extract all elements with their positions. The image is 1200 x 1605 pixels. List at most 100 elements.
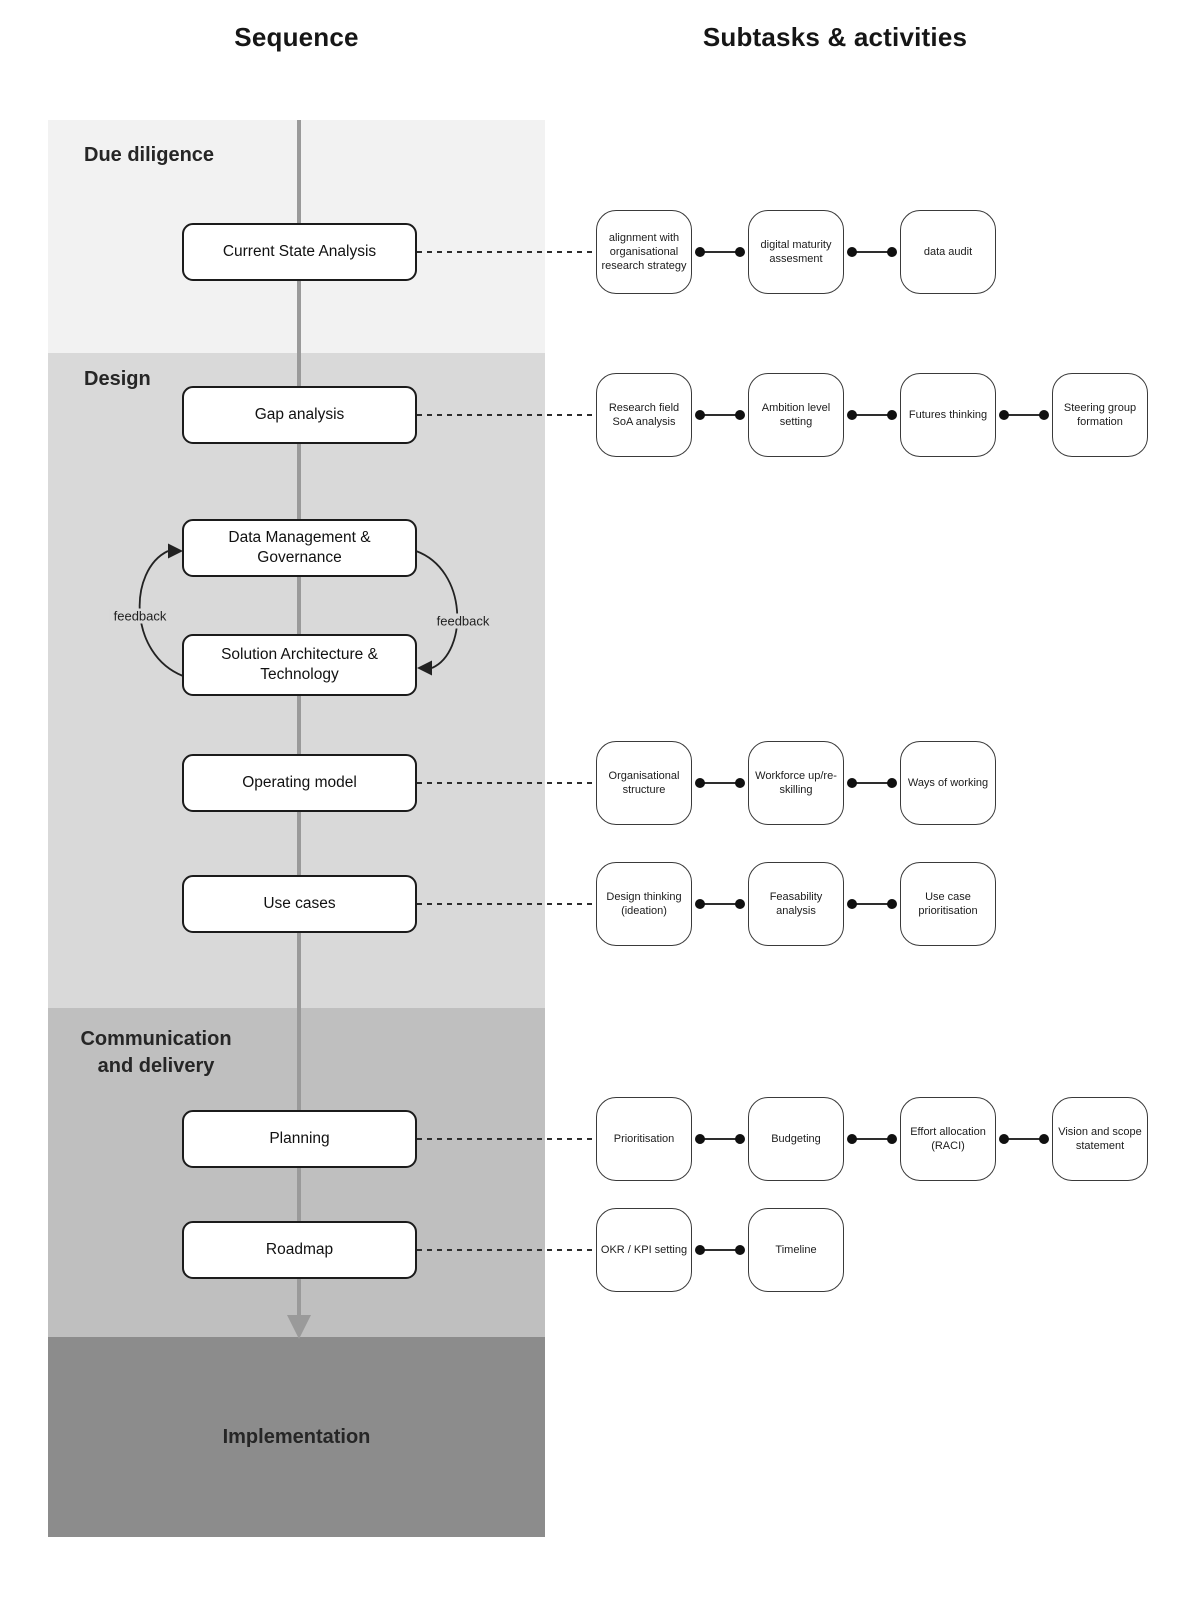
feedback-arrow-left-icon [168,543,183,559]
connector-dot [847,899,857,909]
subtask-connector [996,409,1052,421]
connector-dot [887,410,897,420]
subtask-vision-and-scope-statement: Vision and scope statement [1052,1097,1148,1181]
phase-band-communication-and-delivery [48,1008,545,1337]
subtask-label-effort-allocation-raci: Effort allocation (RACI) [910,1125,986,1152]
phase-band-implementation [48,1337,545,1537]
connector-dot [887,778,897,788]
connector-dot [847,247,857,257]
sequence-step-current-state-analysis: Current State Analysis [182,223,417,281]
connector-line [852,413,892,417]
sequence-step-solution-architecture-technology: Solution Architecture & Technology [182,634,417,696]
subtask-futures-thinking: Futures thinking [900,373,996,457]
subtask-label-data-audit: data audit [923,245,973,258]
subtask-connector [844,409,900,421]
subtask-connector [844,898,900,910]
connector-dot [735,778,745,788]
connector-line [700,902,740,906]
sequence-step-label-current-state-analysis: Current State Analysis [222,242,377,260]
subtask-connector [692,898,748,910]
subtask-okr-kpi-setting: OKR / KPI setting [596,1208,692,1292]
connector-dot [887,1134,897,1144]
subtask-connector [996,1133,1052,1145]
connector-dot [695,899,705,909]
subtask-timeline: Timeline [748,1208,844,1292]
sequence-step-label-operating-model: Operating model [242,773,357,791]
subtask-label-ways-of-working: Ways of working [907,776,989,789]
connector-dot [999,410,1009,420]
sequence-step-planning: Planning [182,1110,417,1168]
subtask-workforce-up-re-skilling: Workforce up/re-skilling [748,741,844,825]
sequence-step-label-planning: Planning [269,1129,330,1147]
subtask-label-okr-kpi-setting: OKR / KPI setting [600,1243,688,1256]
sequence-step-use-cases: Use cases [182,875,417,933]
dotted-connector-planning [417,1138,596,1140]
subtask-connector [692,246,748,258]
subtask-connector [692,1133,748,1145]
subtask-effort-allocation-raci: Effort allocation (RACI) [900,1097,996,1181]
subtask-connector [692,1244,748,1256]
subtask-label-design-thinking-ideation: Design thinking (ideation) [606,890,682,917]
subtask-label-futures-thinking: Futures thinking [908,408,988,421]
subtask-connector [692,409,748,421]
connector-line [700,413,740,417]
subtask-use-case-prioritisation: Use case prioritisation [900,862,996,946]
subtask-alignment-with-organisational-research-strategy: alignment with organisational research s… [596,210,692,294]
connector-dot [847,778,857,788]
subtask-ways-of-working: Ways of working [900,741,996,825]
connector-dot [735,899,745,909]
connector-dot [1039,1134,1049,1144]
dotted-connector-operating-model [417,782,596,784]
connector-dot [735,1134,745,1144]
feedback-arc-right [415,550,459,669]
sequence-step-label-gap-analysis: Gap analysis [254,405,345,423]
subtask-connector [692,777,748,789]
subtask-research-field-soa-analysis: Research field SoA analysis [596,373,692,457]
sequence-column-title: Sequence [234,22,359,52]
connector-dot [735,247,745,257]
connector-line [700,1248,740,1252]
subtask-label-steering-group-formation: Steering group formation [1063,401,1137,428]
flow-arrow-head-icon [287,1315,311,1339]
sequence-step-data-management-governance: Data Management & Governance [182,519,417,577]
subtask-feasability-analysis: Feasability analysis [748,862,844,946]
subtask-connector [844,1133,900,1145]
subtask-connector [844,777,900,789]
sequence-step-label-data-management-governance: Data Management & Governance [228,528,371,566]
dotted-connector-current-state-analysis [417,251,596,253]
connector-line [852,902,892,906]
sequence-step-roadmap: Roadmap [182,1221,417,1279]
dotted-connector-gap-analysis [417,414,596,416]
subtask-label-timeline: Timeline [775,1243,817,1256]
phase-label-due-diligence: Due diligence [84,144,215,166]
connector-dot [999,1134,1009,1144]
subtask-label-digital-maturity-assesment: digital maturity assesment [760,238,832,265]
subtask-design-thinking-ideation: Design thinking (ideation) [596,862,692,946]
subtask-steering-group-formation: Steering group formation [1052,373,1148,457]
sequence-step-label-roadmap: Roadmap [265,1240,334,1258]
subtask-label-feasability-analysis: Feasability analysis [769,890,823,917]
sequence-step-operating-model: Operating model [182,754,417,812]
connector-dot [695,247,705,257]
subtask-label-alignment-with-organisational-research-strategy: alignment with organisational research s… [601,231,687,273]
connector-dot [1039,410,1049,420]
connector-line [700,781,740,785]
connector-dot [695,1134,705,1144]
connector-line [700,1137,740,1141]
feedback-label-right: feedback [432,613,494,629]
subtask-connector [844,246,900,258]
feedback-arrow-right-icon [417,660,432,676]
subtask-ambition-level-setting: Ambition level setting [748,373,844,457]
connector-dot [695,410,705,420]
feedback-label-left: feedback [109,608,171,624]
connector-line [1004,413,1044,417]
subtask-label-prioritisation: Prioritisation [613,1132,675,1145]
subtask-label-budgeting: Budgeting [771,1132,821,1145]
connector-dot [735,410,745,420]
connector-line [852,781,892,785]
connector-line [700,250,740,254]
connector-dot [887,899,897,909]
subtask-organisational-structure: Organisational structure [596,741,692,825]
